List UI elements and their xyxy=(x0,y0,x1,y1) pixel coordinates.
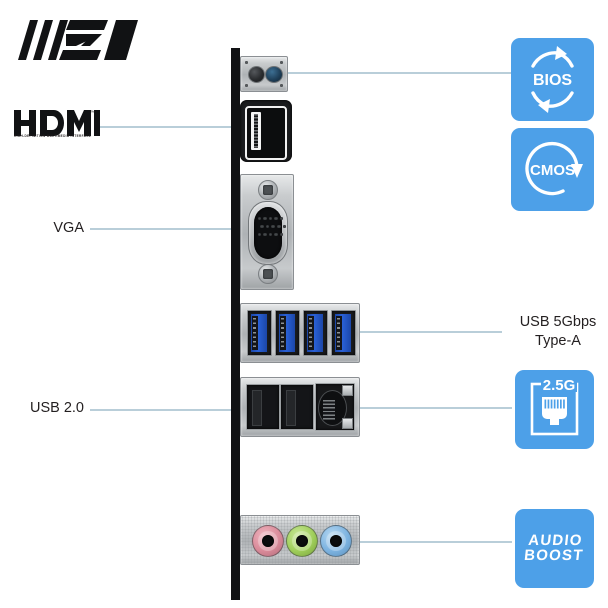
io-shield-edge xyxy=(231,48,240,600)
flash-bios-circular-arrows-icon: BIOS xyxy=(531,46,574,113)
usb3-contacts xyxy=(337,318,340,348)
usb-5gbps-type-a-port-group[interactable] xyxy=(240,303,360,363)
label-usb-5gbps-line1: USB 5Gbps xyxy=(519,314,597,330)
leader-line-usb-5gbps xyxy=(336,331,502,333)
badge-2-5g-lan[interactable]: 2.5G xyxy=(515,370,594,449)
hdmi-logo xyxy=(14,110,100,142)
vga-screw-post-top-icon xyxy=(258,180,278,200)
vga-pin xyxy=(265,224,270,229)
usb-5gbps-type-a-port[interactable] xyxy=(303,310,328,356)
vga-pins xyxy=(254,207,287,259)
usb3-contacts xyxy=(281,318,284,348)
clear-cmos-circular-arrow-icon: CMOS xyxy=(525,141,583,196)
badge-cmos-text: CMOS xyxy=(530,162,575,179)
badge-audio-boost-line2: BOOST xyxy=(523,547,585,565)
usb-2-0-port[interactable] xyxy=(280,384,314,430)
vga-pin xyxy=(263,232,267,237)
jack-hole xyxy=(262,535,274,547)
usb-2-0-and-lan-port-group[interactable] xyxy=(240,377,360,437)
rj45-lan-port-icon: 2.5G xyxy=(530,376,579,436)
audio-jack-group[interactable] xyxy=(240,515,360,565)
screw-icon xyxy=(245,84,248,87)
line-in-jack[interactable] xyxy=(320,525,352,557)
jack-hole xyxy=(296,535,308,547)
vga-pin xyxy=(277,224,281,229)
vga-pin xyxy=(257,216,262,221)
hdmi-port[interactable] xyxy=(240,100,292,162)
usb-5gbps-type-a-port[interactable] xyxy=(331,310,356,356)
vga-pin xyxy=(282,224,287,229)
lan-led-indicator-icon xyxy=(342,418,353,429)
clear-cmos-button[interactable] xyxy=(248,66,265,83)
vga-pin xyxy=(257,232,262,237)
vga-cavity xyxy=(254,207,287,259)
usb3-contacts xyxy=(253,318,256,348)
label-vga: VGA xyxy=(53,220,84,236)
flash-bios-and-clear-cmos-buttons[interactable] xyxy=(240,56,288,92)
leader-line-audio xyxy=(348,541,512,543)
hdmi-subtitle: HIGH-DEFINITION MULTIMEDIA INTERFACE xyxy=(14,133,92,138)
usb2-tongue xyxy=(286,390,296,426)
vga-pin xyxy=(279,232,284,237)
screw-icon xyxy=(280,61,283,64)
screw-icon xyxy=(245,61,248,64)
badge-audio-boost[interactable]: AUDIO BOOST xyxy=(515,509,594,588)
msi-logo xyxy=(16,18,142,62)
usb-2-0-port[interactable] xyxy=(246,384,280,430)
vga-pin xyxy=(260,224,264,229)
vga-screw-post-bottom-icon xyxy=(258,264,278,284)
badge-lan-speed-text: 2.5G xyxy=(543,377,576,394)
usb-5gbps-type-a-port[interactable] xyxy=(275,310,300,356)
label-usb-5gbps-line2: Type-A xyxy=(535,332,581,349)
leader-line-bios xyxy=(272,72,511,74)
leader-line-hdmi xyxy=(100,126,248,128)
lan-led-indicator-icon xyxy=(342,385,353,396)
rj45-lan-port[interactable] xyxy=(315,383,355,431)
badge-clear-cmos[interactable]: CMOS xyxy=(511,128,594,211)
screw-icon xyxy=(280,84,283,87)
microphone-jack[interactable] xyxy=(252,525,284,557)
leader-line-usb-2-0 xyxy=(90,409,252,411)
vga-pin xyxy=(274,216,278,221)
rj45-contacts xyxy=(323,400,335,420)
hdmi-trademark-icon: ™ xyxy=(90,110,95,116)
vga-pin xyxy=(274,232,278,237)
line-out-jack[interactable] xyxy=(286,525,318,557)
leader-line-vga xyxy=(90,228,249,230)
vga-pin xyxy=(271,224,275,229)
badge-flash-bios[interactable]: BIOS xyxy=(511,38,594,121)
vga-pin xyxy=(268,216,273,221)
badge-bios-text: BIOS xyxy=(533,72,572,89)
vga-pin xyxy=(279,216,284,221)
label-usb-5gbps-type-a: USB 5Gbps Type-A xyxy=(509,313,607,350)
jack-hole xyxy=(330,535,342,547)
leader-line-lan xyxy=(356,407,512,409)
vga-pin xyxy=(263,216,267,221)
hdmi-pins xyxy=(254,114,258,148)
rj45-cavity xyxy=(318,390,347,426)
label-usb-2-0: USB 2.0 xyxy=(30,400,84,416)
badge-audio-boost-line1: AUDIO xyxy=(527,532,584,550)
vga-pin xyxy=(268,232,273,237)
usb2-tongue xyxy=(252,390,262,426)
vga-port[interactable] xyxy=(240,174,294,290)
vga-d-shell xyxy=(248,201,288,265)
audio-boost-wordmark-icon: AUDIO BOOST xyxy=(523,532,586,565)
usb-5gbps-type-a-port[interactable] xyxy=(247,310,272,356)
flash-bios-button[interactable] xyxy=(265,66,283,83)
usb3-contacts xyxy=(309,318,312,348)
